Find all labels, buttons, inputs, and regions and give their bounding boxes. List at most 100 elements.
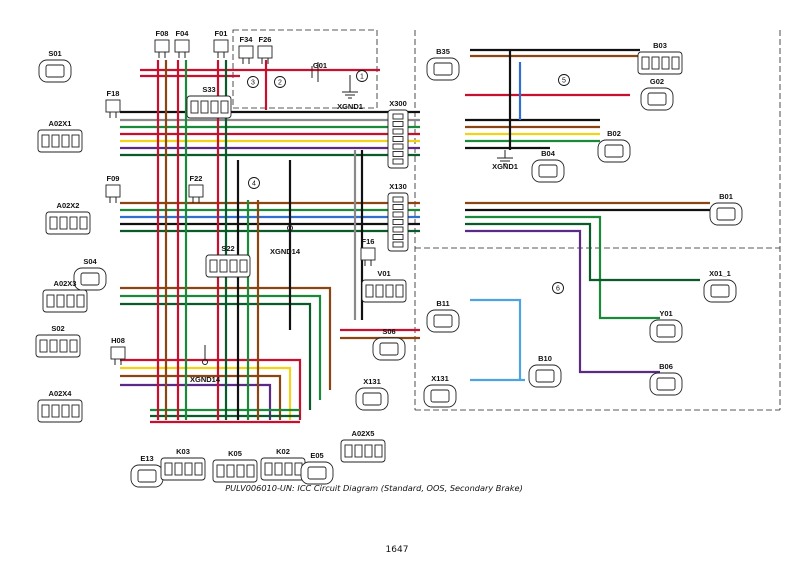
label-a02x2: A02X2 [57, 201, 80, 210]
component-f22: F22 [188, 174, 204, 203]
component-b01: B01 [709, 192, 743, 226]
component-xgnd14b: XGND14 [190, 375, 221, 384]
component-s22: S22 [205, 244, 251, 278]
component-a02x4: A02X4 [37, 389, 83, 423]
component-g01: G01 [313, 61, 327, 70]
component-g02: G02 [640, 77, 674, 111]
label-xgnd14a: XGND14 [270, 247, 301, 256]
label-k05: K05 [228, 449, 242, 458]
label-b04: B04 [541, 149, 556, 158]
component-x131b: X131 [423, 374, 457, 408]
label-f22: F22 [190, 174, 203, 183]
label-e05: E05 [310, 451, 323, 460]
wire-bundles [120, 48, 710, 424]
label-b11: B11 [436, 299, 449, 308]
component-f08: F08 [154, 29, 170, 58]
label-xgnd1b: XGND1 [492, 162, 518, 171]
component-s33: S33 [186, 85, 232, 119]
circle-marker-3: 3 [247, 76, 259, 88]
component-k02: K02 [260, 447, 306, 481]
component-f09: F09 [105, 174, 121, 203]
label-b06: B06 [659, 362, 673, 371]
dashed-boundaries [232, 29, 781, 411]
label-e13: E13 [140, 454, 153, 463]
label-a02x4: A02X4 [49, 389, 73, 398]
circle-marker-6: 6 [552, 282, 564, 294]
component-b11: B11 [426, 299, 460, 333]
label-s22: S22 [221, 244, 234, 253]
circle-marker-2: 2 [274, 76, 286, 88]
svg-text:6: 6 [556, 286, 560, 293]
label-b10: B10 [538, 354, 552, 363]
circle-marker-1: 1 [356, 70, 368, 82]
label-f09: F09 [107, 174, 120, 183]
label-x01_1: X01_1 [709, 269, 731, 278]
component-x130: X130 [387, 182, 409, 252]
svg-text:3: 3 [251, 80, 255, 87]
component-k05: K05 [212, 449, 258, 483]
component-x131: X131 [355, 377, 389, 411]
label-f34: F34 [240, 35, 254, 44]
circle-markers-layer: 1 2 3 4 5 6 [247, 70, 570, 294]
component-b10: B10 [528, 354, 562, 388]
svg-text:2: 2 [278, 80, 282, 87]
label-f01: F01 [215, 29, 228, 38]
component-b04: B04 [531, 149, 565, 183]
label-xgnd1a: XGND1 [337, 102, 363, 111]
component-b02: B02 [597, 129, 631, 163]
label-g02: G02 [650, 77, 664, 86]
label-g01: G01 [313, 61, 327, 70]
component-a02x5: A02X5 [340, 429, 386, 463]
component-e05: E05 [300, 451, 334, 485]
component-f34: F34 [238, 35, 254, 64]
component-a02x1: A02X1 [37, 119, 83, 153]
component-f26: F26 [257, 35, 273, 64]
component-s04: S04 [73, 257, 107, 291]
component-xgnd1a: XGND1 [337, 102, 363, 111]
ground-symbols [202, 62, 513, 365]
label-s02: S02 [51, 324, 64, 333]
component-s02: S02 [35, 324, 81, 358]
component-f04: F04 [174, 29, 190, 58]
component-s01: S01 [38, 49, 72, 83]
component-k03: K03 [160, 447, 206, 481]
label-a02x3: A02X3 [54, 279, 77, 288]
component-f01: F01 [213, 29, 229, 58]
label-f16: F16 [362, 237, 375, 246]
label-x300: X300 [389, 99, 407, 108]
svg-text:4: 4 [252, 181, 256, 188]
component-b35: B35 [426, 47, 460, 81]
label-s01: S01 [48, 49, 61, 58]
component-b06: B06 [649, 362, 683, 396]
component-xgnd1b: XGND1 [492, 162, 518, 171]
label-h08: H08 [111, 336, 125, 345]
label-x131b: X131 [431, 374, 449, 383]
svg-text:5: 5 [562, 78, 566, 85]
label-a02x1: A02X1 [49, 119, 72, 128]
component-h08: H08 [110, 336, 126, 365]
label-f04: F04 [176, 29, 190, 38]
component-s06: S06 [372, 327, 406, 361]
label-a02x5: A02X5 [352, 429, 375, 438]
label-v01: V01 [377, 269, 390, 278]
label-y01: Y01 [659, 309, 672, 318]
component-f18: F18 [105, 89, 121, 118]
label-x130: X130 [389, 182, 407, 191]
label-xgnd14b: XGND14 [190, 375, 221, 384]
component-v01: V01 [361, 269, 407, 303]
component-b03: B03 [637, 41, 683, 75]
label-f26: F26 [259, 35, 272, 44]
component-y01: Y01 [649, 309, 683, 343]
label-b02: B02 [607, 129, 621, 138]
label-f08: F08 [156, 29, 169, 38]
component-a02x2: A02X2 [45, 201, 91, 235]
label-k02: K02 [276, 447, 290, 456]
component-f16: F16 [360, 237, 376, 266]
vertical-trunks [156, 60, 364, 420]
label-s04: S04 [83, 257, 97, 266]
diagram-caption: PULV006010-UN: ICC Circuit Diagram (Stan… [225, 483, 523, 493]
svg-text:1: 1 [360, 74, 364, 81]
label-k03: K03 [176, 447, 190, 456]
label-s33: S33 [202, 85, 215, 94]
circle-marker-4: 4 [248, 177, 260, 189]
